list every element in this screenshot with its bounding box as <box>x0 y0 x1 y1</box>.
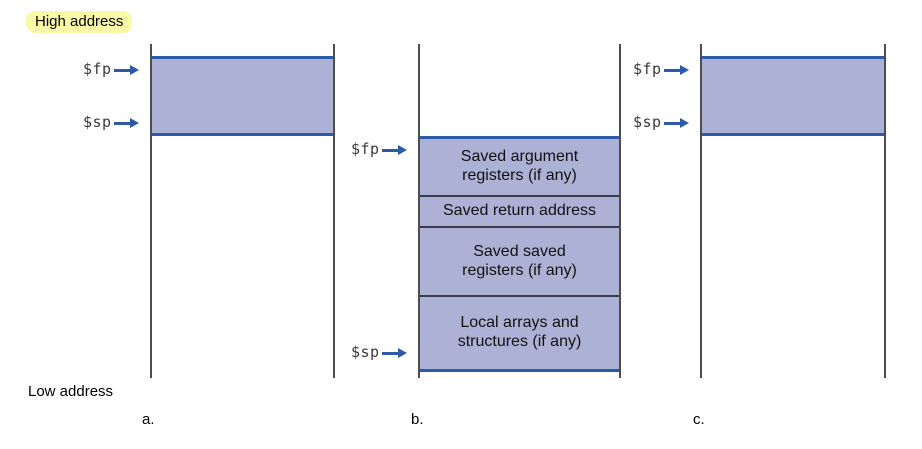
panel-b-cell-3-line2: structures (if any) <box>457 333 582 350</box>
panel-a-frame-block <box>152 56 333 136</box>
high-address-label: High address <box>26 11 133 33</box>
panel-b-fp-label: $fp <box>351 140 380 158</box>
panel-c-fp-pointer: $fp <box>633 62 690 77</box>
panel-a-fp-label: $fp <box>83 60 112 78</box>
low-address-label: Low address <box>28 383 114 400</box>
panel-b-fp-pointer: $fp <box>351 142 408 157</box>
panel-b-caption: b. <box>411 411 424 428</box>
panel-a-right-wall <box>333 44 335 378</box>
panel-c-fp-label: $fp <box>633 60 662 78</box>
panel-a-fp-pointer: $fp <box>83 62 140 77</box>
panel-a-sp-label: $sp <box>83 113 112 131</box>
panel-c-caption: c. <box>693 411 705 428</box>
panel-c-right-wall <box>884 44 886 378</box>
panel-b-cell-local-arrays-structures: Local arrays and structures (if any) <box>420 296 619 372</box>
panel-b-cell-3-line1: Local arrays and <box>460 314 579 332</box>
panel-b-cell-1-line1: Saved return address <box>443 202 596 220</box>
panel-c-left-wall <box>700 44 702 378</box>
panel-b-sp-pointer: $sp <box>351 345 408 360</box>
panel-b-cell-2-line1: Saved saved <box>473 242 566 260</box>
panel-a-left-wall <box>150 44 152 378</box>
panel-c-fp-arrow-icon <box>663 64 690 75</box>
panel-b-cell-saved-saved-registers: Saved saved registers (if any) <box>420 227 619 296</box>
panel-b-cell-2-line2: registers (if any) <box>462 261 577 279</box>
panel-c-sp-pointer: $sp <box>633 115 690 130</box>
panel-b-left-wall <box>418 44 420 378</box>
panel-c-sp-label: $sp <box>633 113 662 131</box>
panel-a-sp-pointer: $sp <box>83 115 140 130</box>
panel-a-fp-arrow-icon <box>113 64 140 75</box>
panel-b-right-wall <box>619 44 621 378</box>
panel-b-cell-saved-argument-registers: Saved argument registers (if any) <box>420 136 619 196</box>
panel-b-cell-saved-return-address: Saved return address <box>420 196 619 227</box>
panel-c-sp-arrow-icon <box>663 117 690 128</box>
panel-b-cell-0-line2: registers (if any) <box>462 167 577 184</box>
panel-b-cell-0-line1: Saved argument <box>460 148 579 166</box>
panel-c-frame-block <box>702 56 884 136</box>
panel-a-sp-arrow-icon <box>113 117 140 128</box>
panel-a-caption: a. <box>142 411 155 428</box>
panel-b-sp-arrow-icon <box>381 347 408 358</box>
panel-b-sp-label: $sp <box>351 343 380 361</box>
panel-b-fp-arrow-icon <box>381 144 408 155</box>
